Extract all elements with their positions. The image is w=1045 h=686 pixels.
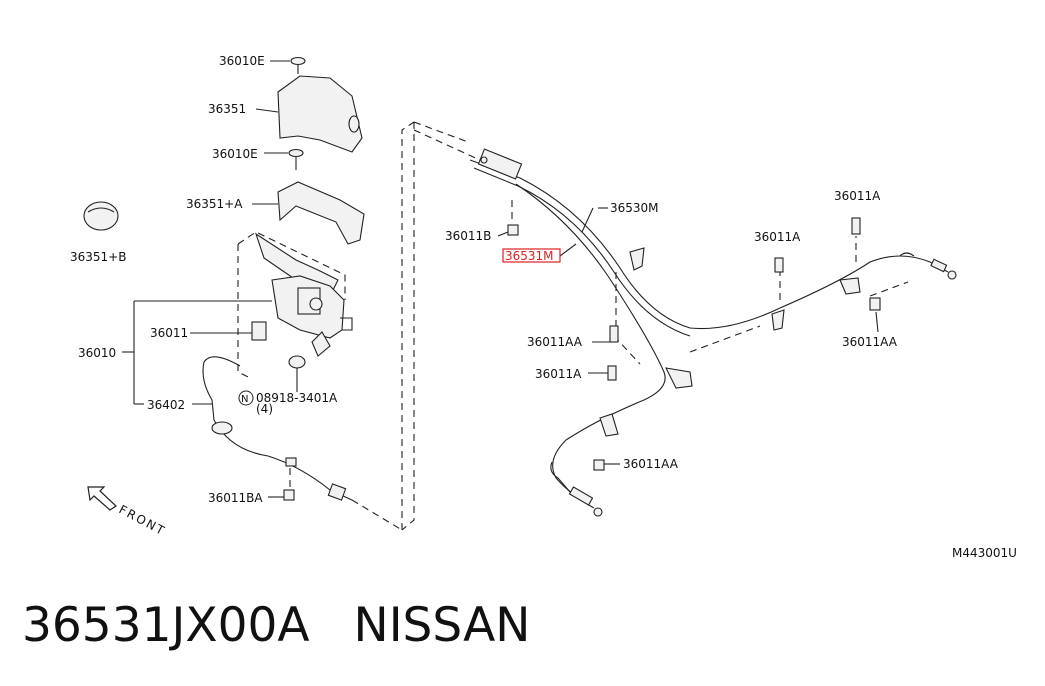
bolt-36010e-mid (264, 148, 304, 170)
callout-36011aa-right: 36011AA (842, 335, 898, 349)
bracket-36351a (252, 181, 365, 245)
callout-36010e-mid: 36010E (212, 147, 258, 161)
callout-36011aa-low: 36011AA (623, 457, 679, 471)
callout-36010e-top: 36010E (219, 54, 265, 68)
callout-36011a-low: 36011A (535, 367, 582, 381)
callout-36531m: 36531M (505, 249, 554, 263)
front-cable-36402 (192, 356, 353, 501)
console-cover-36351 (255, 75, 363, 153)
callout-36011a-mid: 36011A (754, 230, 801, 244)
nut-symbol-circle (238, 390, 254, 406)
bolt-36010e-top (270, 56, 306, 74)
cap-36351b (83, 201, 119, 231)
group-bracket-36010 (122, 300, 272, 405)
callout-36011b: 36011B (445, 229, 491, 243)
footer-title: 36531JX00A NISSAN (22, 598, 530, 653)
parking-brake-lever-36010 (237, 231, 353, 392)
callout-08918: 08918-3401A (256, 391, 338, 405)
callout-08918-qty: (4) (256, 402, 273, 416)
diagram-code: M443001U (952, 546, 1017, 560)
callout-36351b: 36351+B (70, 250, 126, 264)
front-label: FRONT (117, 502, 169, 538)
callout-36530m: 36530M (610, 201, 659, 215)
callout-36011a-top: 36011A (834, 189, 881, 203)
callout-36351a: 36351+A (186, 197, 243, 211)
callout-36011: 36011 (150, 326, 188, 340)
highlight-box-36531m (502, 248, 561, 263)
footer-part-number: 36531JX00A (22, 598, 310, 653)
callout-08918-symbol: N (241, 394, 248, 405)
callout-36011aa-left: 36011AA (527, 335, 583, 349)
connection-dashed-box (351, 121, 481, 531)
rear-cable-36530m-36531m (469, 148, 957, 517)
callout-36010: 36010 (78, 346, 116, 360)
callout-36351: 36351 (208, 102, 246, 116)
footer-brand: NISSAN (353, 598, 531, 653)
callout-36402: 36402 (147, 398, 185, 412)
front-arrow-icon (87, 486, 117, 511)
callout-36011ba: 36011BA (208, 491, 263, 505)
